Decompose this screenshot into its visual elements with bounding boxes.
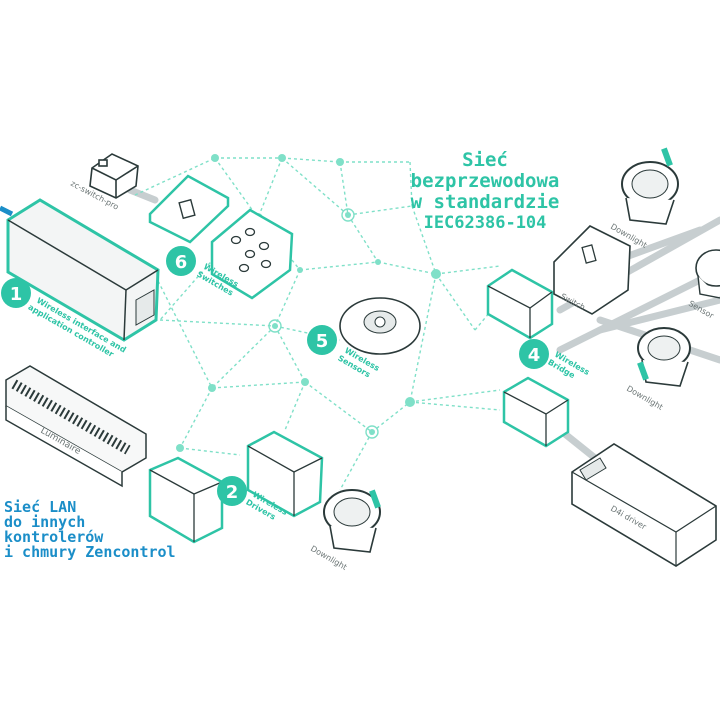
wired-switch-device	[553, 225, 631, 315]
lan-line-4: i chmury Zencontrol	[4, 543, 176, 561]
badge-5: 5	[307, 325, 337, 355]
title-line-4: IEC62386-104	[423, 213, 547, 233]
application-controller-device	[0, 198, 160, 342]
wireless-sensor-device	[339, 297, 421, 355]
badge-1: 1	[1, 278, 31, 308]
badge-2-number: 2	[226, 482, 239, 503]
wireless-keypad-device	[210, 208, 294, 300]
wireless-switch-device	[148, 174, 230, 244]
lan-network-note: Sieć LAN do innych kontrolerów i chmury …	[4, 500, 204, 560]
d4i-driver-device	[571, 443, 717, 567]
zc-switch-pro-device	[89, 153, 139, 199]
badge-4-number: 4	[528, 345, 541, 366]
wireless-standard-title: Sieć bezprzewodowa w standardzie IEC6238…	[380, 149, 590, 234]
badge-6-number: 6	[175, 252, 188, 273]
badge-2: 2	[217, 476, 247, 506]
downlight-device-bottom	[323, 489, 381, 553]
badge-4-label: Wireless Bridge	[546, 350, 591, 381]
badge-5-number: 5	[316, 331, 329, 352]
lan-line-2: do innych	[4, 513, 86, 531]
title-line-3: w standardzie	[410, 191, 560, 213]
downlight-device-middle	[637, 327, 691, 387]
lan-line-3: kontrolerów	[4, 528, 104, 546]
badge-6: 6	[166, 246, 196, 276]
luminaire-device	[5, 365, 147, 488]
badge-1-number: 1	[10, 284, 23, 305]
badge-4: 4	[519, 339, 549, 369]
wireless-bridge-device	[486, 268, 570, 448]
downlight-device-top	[621, 147, 679, 225]
sensor-device-right	[695, 249, 720, 299]
downlight-label-middle: Downlight	[625, 384, 664, 412]
title-line-1: Sieć	[462, 149, 508, 171]
wireless-driver-device	[148, 430, 324, 544]
lan-line-1: Sieć LAN	[4, 498, 77, 516]
title-line-2: bezprzewodowa	[410, 170, 560, 192]
